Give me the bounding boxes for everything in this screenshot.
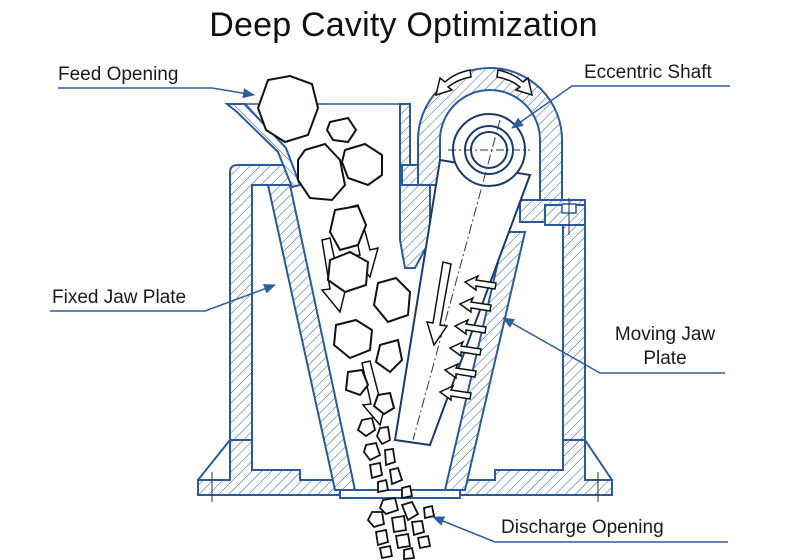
leader-discharge xyxy=(432,516,728,543)
discharge-plate xyxy=(339,489,461,499)
rocks-small xyxy=(356,416,436,560)
moving-jaw-liner xyxy=(443,231,527,491)
pitman-down-arrow-icon xyxy=(425,261,452,347)
base-flange xyxy=(197,198,613,502)
label-fixed-jaw-plate: Fixed Jaw Plate xyxy=(52,287,187,308)
diagram-title: Deep Cavity Optimization xyxy=(209,6,598,44)
leader-lines xyxy=(50,85,730,543)
feed-hopper xyxy=(224,103,302,189)
label-moving-jaw-line2: Plate xyxy=(643,348,687,369)
label-moving-jaw-plate: Moving Jaw Plate xyxy=(600,323,730,371)
label-moving-jaw-line1: Moving Jaw xyxy=(614,324,716,345)
crushing-force-arrows-icon xyxy=(438,274,497,402)
rotation-arrows-icon xyxy=(434,69,534,97)
rocks-large xyxy=(256,74,412,416)
leader-feed-opening xyxy=(58,87,255,99)
label-eccentric-shaft: Eccentric Shaft xyxy=(584,62,712,83)
label-feed-opening: Feed Opening xyxy=(58,64,179,85)
label-discharge-opening: Discharge Opening xyxy=(501,517,664,538)
leader-fixed-jaw xyxy=(50,284,276,312)
leader-eccentric-shaft xyxy=(511,85,730,129)
leader-moving-jaw xyxy=(502,317,725,374)
